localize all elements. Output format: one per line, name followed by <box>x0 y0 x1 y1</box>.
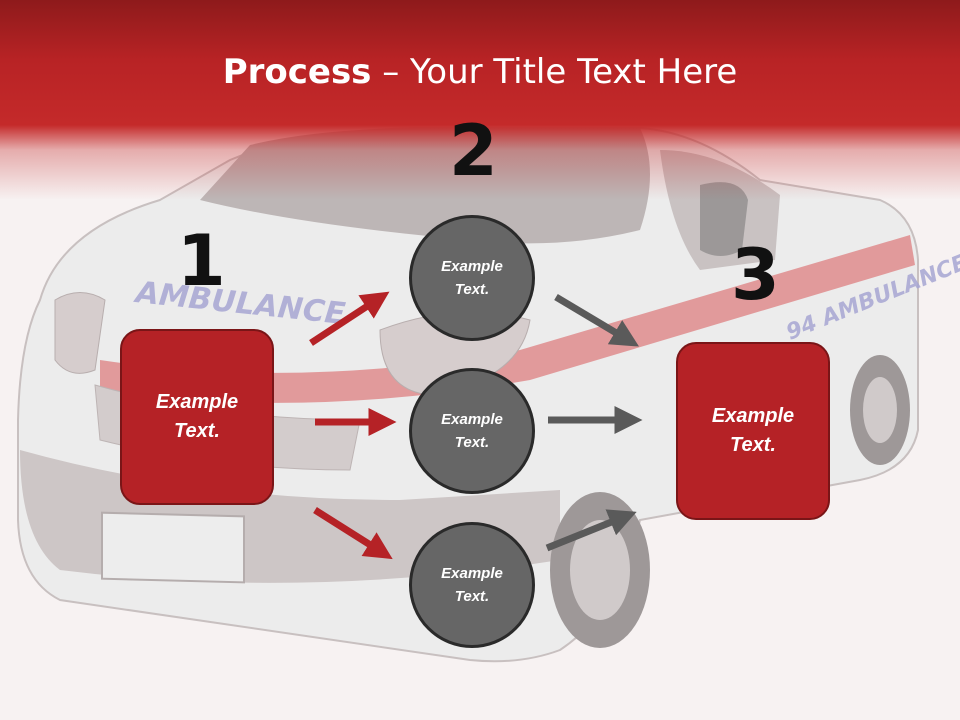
arrow-step1-to-bottom <box>313 507 393 560</box>
van-headlight-left <box>54 292 106 374</box>
arrow-step1-to-top <box>309 291 390 346</box>
step2-circle-middle: Example Text. <box>409 368 535 494</box>
van-rear-wheel-hub <box>863 377 897 443</box>
slide-title: Process – Your Title Text Here <box>0 52 960 92</box>
arrow-bottom-to-step3 <box>545 509 637 552</box>
step-number-1: 1 <box>177 220 226 302</box>
step1-box-label: Example Text. <box>155 391 239 442</box>
circle-top-label: Example Text. <box>441 258 503 298</box>
step2-circle-bottom: Example Text. <box>409 522 535 648</box>
title-rest: – Your Title Text Here <box>371 52 738 92</box>
van-front-wheel-hub <box>570 520 630 620</box>
step-number-3: 3 <box>731 234 780 316</box>
step3-box: Example Text. <box>676 342 830 520</box>
step-number-2: 2 <box>449 110 498 192</box>
van-mirror <box>700 182 748 256</box>
circle-bottom-label: Example Text. <box>441 565 503 605</box>
title-bold: Process <box>222 52 372 92</box>
circle-middle-label: Example Text. <box>441 411 503 451</box>
step3-box-label: Example Text. <box>711 405 795 456</box>
van-license-plate <box>101 511 245 584</box>
step1-box: Example Text. <box>120 329 274 505</box>
step2-circle-top: Example Text. <box>409 215 535 341</box>
header-band <box>0 0 960 200</box>
arrow-top-to-step3 <box>554 293 640 347</box>
